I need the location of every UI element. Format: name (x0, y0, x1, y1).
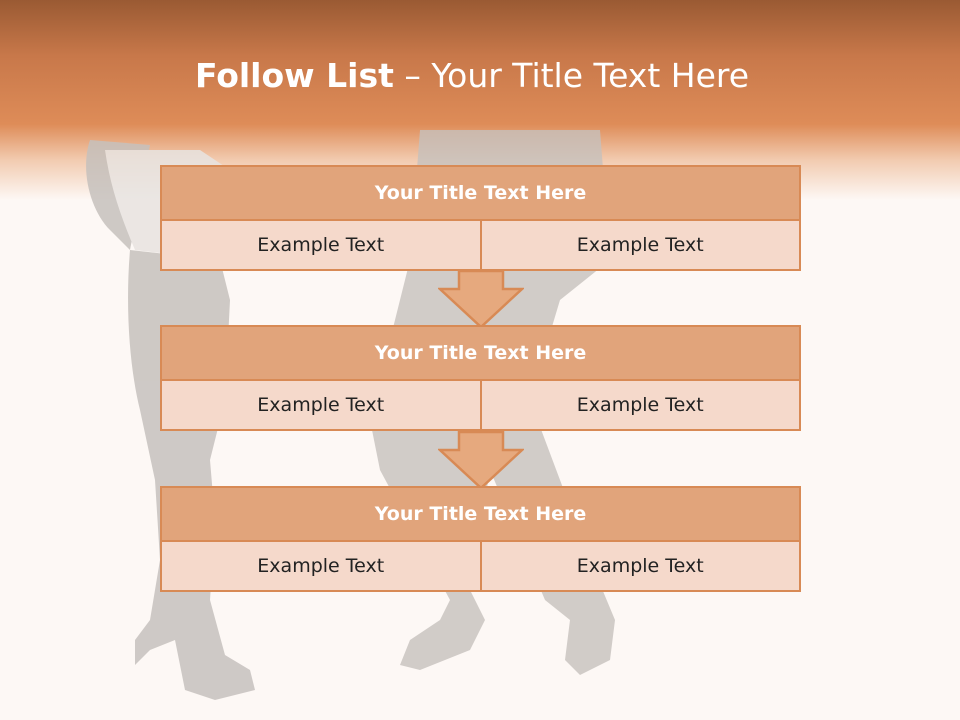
title-rest: – Your Title Text Here (393, 56, 750, 95)
block-title: Your Title Text Here (160, 486, 801, 542)
block-cell-right: Example Text (481, 381, 801, 431)
block-cell-left: Example Text (160, 221, 482, 271)
down-arrow-icon (438, 269, 524, 329)
title-bold: Follow List (194, 56, 394, 95)
block-cell-left: Example Text (160, 542, 482, 592)
list-block-1: Your Title Text Here Example Text Exampl… (160, 165, 801, 271)
list-block-2: Your Title Text Here Example Text Exampl… (160, 325, 801, 431)
block-cell-right: Example Text (481, 221, 801, 271)
block-title: Your Title Text Here (160, 325, 801, 381)
list-block-3: Your Title Text Here Example Text Exampl… (160, 486, 801, 592)
block-cell-left: Example Text (160, 381, 482, 431)
block-title: Your Title Text Here (160, 165, 801, 221)
down-arrow-icon (438, 430, 524, 490)
slide-title: Follow List – Your Title Text Here (0, 56, 944, 96)
block-cell-right: Example Text (481, 542, 801, 592)
